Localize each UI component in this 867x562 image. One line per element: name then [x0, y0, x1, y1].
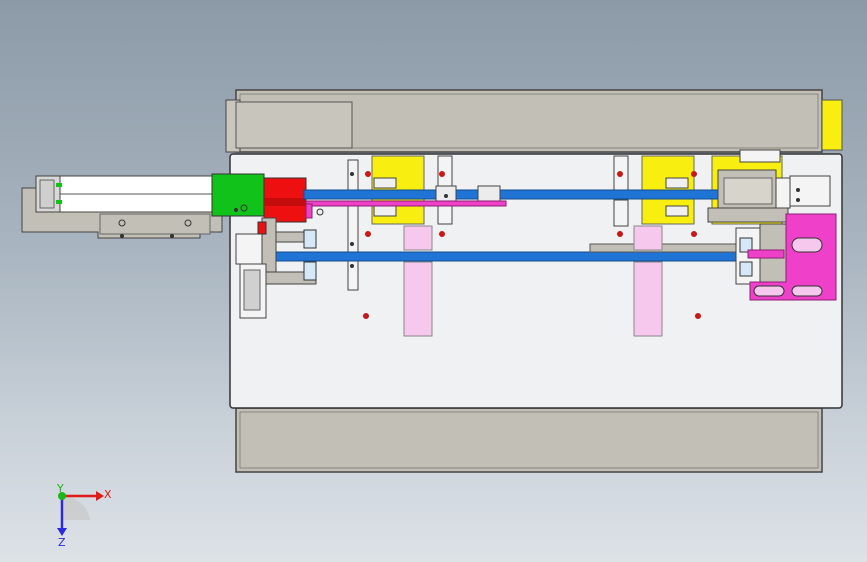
- right-gripper-assembly[interactable]: [707, 149, 831, 285]
- mounting-bolts: [240, 171, 800, 319]
- upper-blue-rail[interactable]: [303, 189, 719, 200]
- lower-blue-rail[interactable]: [275, 251, 753, 262]
- magenta-mount-plate[interactable]: [749, 213, 837, 301]
- z-axis-label: Z: [58, 536, 66, 549]
- coordinate-triad: X Y Z: [56, 482, 112, 549]
- left-cylinder-assembly[interactable]: [21, 173, 265, 239]
- x-axis-label: X: [104, 488, 112, 501]
- bottom-cover[interactable]: [235, 407, 823, 473]
- left-bracket[interactable]: [235, 217, 317, 319]
- y-axis-label: Y: [56, 482, 64, 495]
- top-cover[interactable]: [225, 89, 843, 153]
- magenta-slide-bar[interactable]: [305, 200, 507, 207]
- pink-blocks[interactable]: [403, 225, 663, 337]
